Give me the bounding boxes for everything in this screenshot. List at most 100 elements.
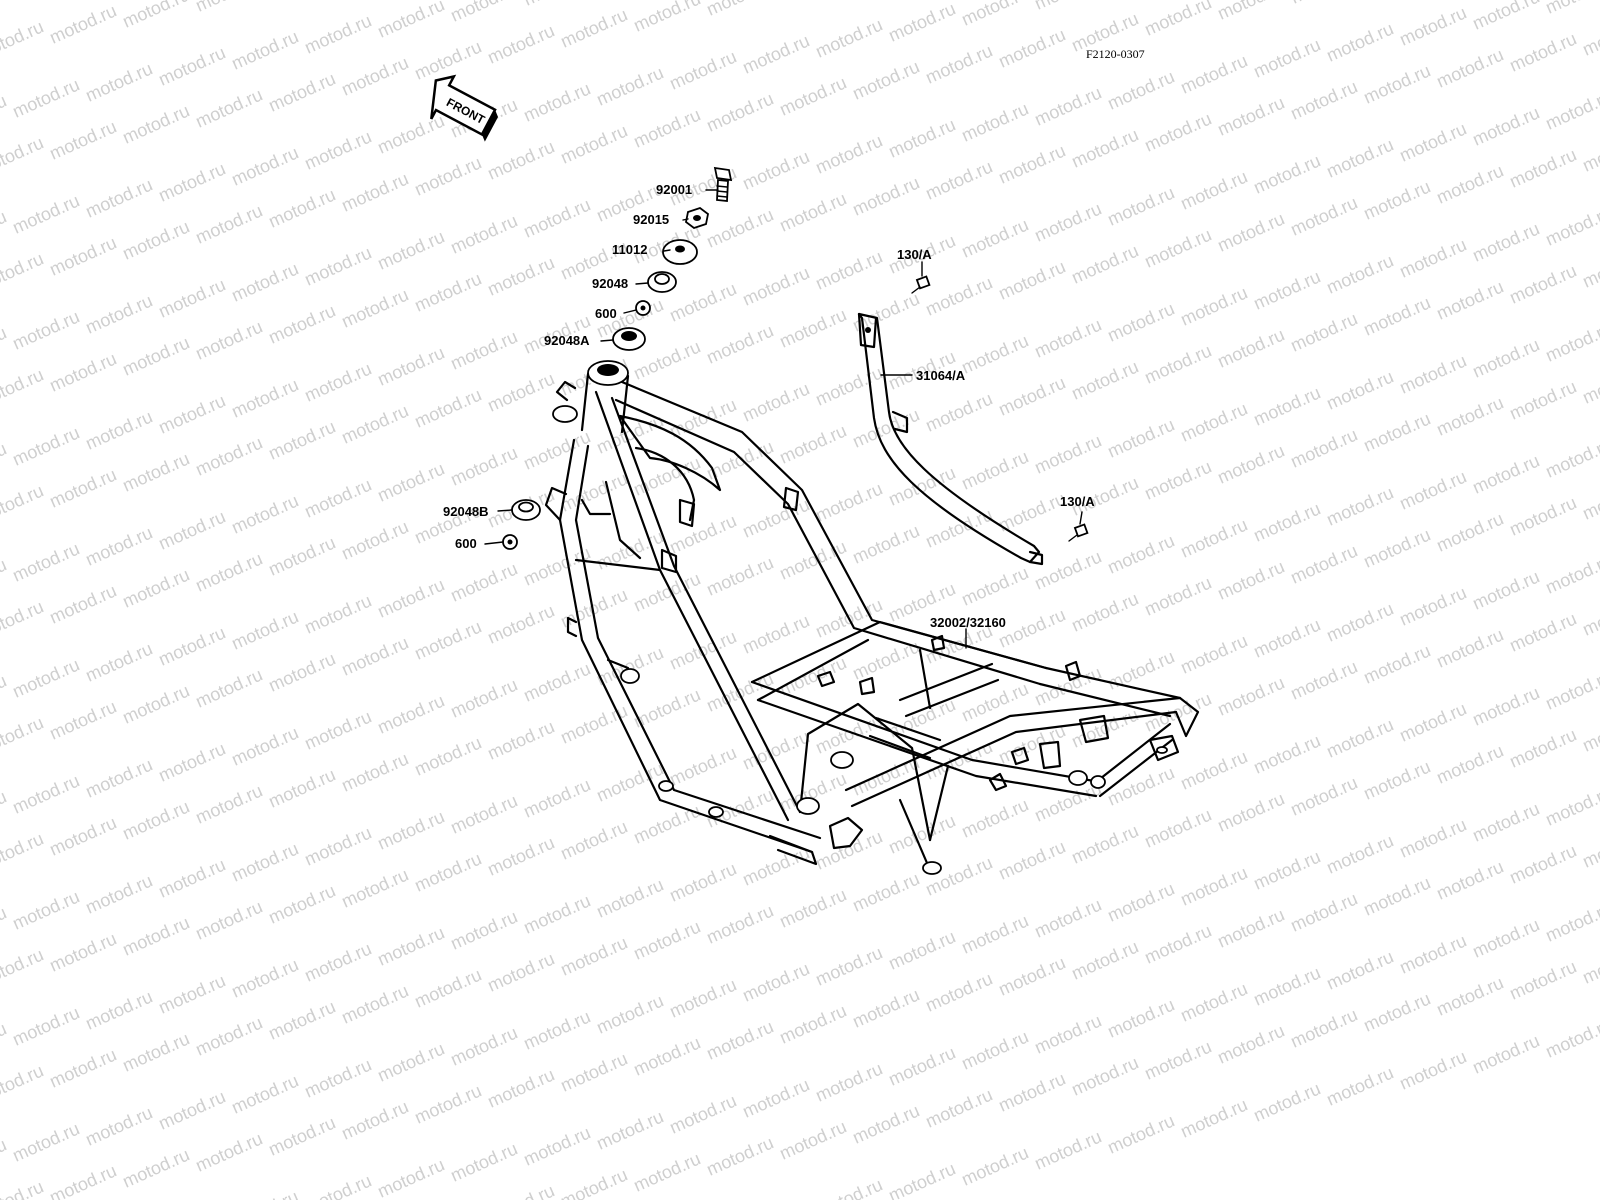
watermark-text: motod.ru <box>447 0 520 26</box>
watermark-text: motod.ru <box>1287 424 1360 471</box>
watermark-text: motod.ru <box>593 990 666 1037</box>
watermark-text: motod.ru <box>1360 292 1433 339</box>
watermark-text: motod.ru <box>447 442 520 489</box>
watermark-text: motod.ru <box>1141 0 1214 40</box>
watermark-text: motod.ru <box>922 1084 995 1131</box>
watermark-text: motod.ru <box>1214 208 1287 255</box>
watermark-text: motod.ru <box>155 506 228 553</box>
watermark-text: motod.ru <box>593 758 666 805</box>
watermark-text: motod.ru <box>374 922 447 969</box>
watermark-text: motod.ru <box>520 1006 593 1053</box>
watermark-text: motod.ru <box>1323 946 1396 993</box>
watermark-text: motod.ru <box>739 494 812 541</box>
watermark-text: motod.ru <box>0 0 11 6</box>
watermark-text: motod.ru <box>1177 862 1250 909</box>
watermark-text: motod.ru <box>301 474 374 521</box>
watermark-text: motod.ru <box>1214 556 1287 603</box>
watermark-text: motod.ru <box>1177 398 1250 445</box>
watermark-text: motod.ru <box>1323 250 1396 297</box>
watermark-text: motod.ru <box>228 490 301 537</box>
watermark-text: motod.ru <box>1104 530 1177 577</box>
watermark-text: motod.ru <box>703 0 776 20</box>
watermark-text: motod.ru <box>1104 646 1177 693</box>
watermark-text: motod.ru <box>849 172 922 219</box>
watermark-text: motod.ru <box>1396 582 1469 629</box>
watermark-text: motod.ru <box>1542 434 1600 481</box>
callout-92048A: 92048A <box>544 333 590 348</box>
watermark-text: motod.ru <box>849 404 922 451</box>
watermark-text: motod.ru <box>739 610 812 657</box>
bolt-130A-top <box>911 275 931 294</box>
watermark-text: motod.ru <box>812 130 885 177</box>
callout-92001: 92001 <box>656 182 692 197</box>
watermark-text: motod.ru <box>1068 820 1141 867</box>
watermark-text: motod.ru <box>1250 498 1323 545</box>
watermark-text: motod.ru <box>666 278 739 325</box>
watermark-text: motod.ru <box>1031 430 1104 477</box>
watermark-text: motod.ru <box>155 738 228 785</box>
watermark-text: motod.ru <box>119 796 192 843</box>
watermark-text: motod.ru <box>155 274 228 321</box>
watermark-text: motod.ru <box>1542 782 1600 829</box>
watermark-text: motod.ru <box>776 304 849 351</box>
watermark-text: motod.ru <box>776 0 849 4</box>
watermark-text: motod.ru <box>447 1022 520 1069</box>
watermark-text: motod.ru <box>776 188 849 235</box>
watermark-text: motod.ru <box>9 422 82 469</box>
watermark-text: motod.ru <box>1250 730 1323 777</box>
watermark-text: motod.ru <box>1506 608 1579 655</box>
watermark-text: motod.ru <box>1579 244 1600 291</box>
watermark-text: motod.ru <box>849 520 922 567</box>
watermark-text: motod.ru <box>1177 50 1250 97</box>
watermark-text: motod.ru <box>557 932 630 979</box>
watermark-text: motod.ru <box>885 1042 958 1089</box>
watermark-text: motod.ru <box>739 958 812 1005</box>
watermark-text: motod.ru <box>1433 160 1506 207</box>
watermark-text: motod.ru <box>82 1102 155 1149</box>
watermark-text: motod.ru <box>411 848 484 895</box>
watermark-text: motod.ru <box>1287 308 1360 355</box>
watermark-text: motod.ru <box>9 1002 82 1049</box>
watermark-text: motod.ru <box>1360 988 1433 1035</box>
watermark-text: motod.ru <box>812 1058 885 1105</box>
watermark-text: motod.ru <box>46 812 119 859</box>
watermark-text: motod.ru <box>1323 714 1396 761</box>
watermark-text: motod.ru <box>958 446 1031 493</box>
watermark-text: motod.ru <box>46 232 119 279</box>
watermark-text: motod.ru <box>155 1086 228 1133</box>
watermark-text: motod.ru <box>557 4 630 51</box>
watermark-text: motod.ru <box>1323 366 1396 413</box>
watermark-text: motod.ru <box>922 156 995 203</box>
watermark-text: motod.ru <box>520 78 593 125</box>
watermark-text: motod.ru <box>9 1118 82 1165</box>
watermark-text: motod.ru <box>1214 92 1287 139</box>
watermark-text: motod.ru <box>1068 356 1141 403</box>
watermark-text: motod.ru <box>192 432 265 479</box>
watermark-text: motod.ru <box>739 146 812 193</box>
watermark-text: motod.ru <box>922 968 995 1015</box>
watermark-text: motod.ru <box>630 1032 703 1079</box>
watermark-text: motod.ru <box>1323 134 1396 181</box>
watermark-text: motod.ru <box>958 910 1031 957</box>
watermark-text: motod.ru <box>1360 60 1433 107</box>
watermark-text: motod.ru <box>9 190 82 237</box>
watermark-text: motod.ru <box>703 1016 776 1063</box>
callout-600-bottom: 600 <box>455 536 477 551</box>
watermark-text: motod.ru <box>0 596 47 643</box>
watermark-text: motod.ru <box>1433 276 1506 323</box>
watermark-text: motod.ru <box>82 406 155 453</box>
watermark-text: motod.ru <box>46 348 119 395</box>
watermark-text: motod.ru <box>0 1134 10 1181</box>
watermark-text: motod.ru <box>46 116 119 163</box>
watermark-text: motod.ru <box>192 780 265 827</box>
watermark-text: motod.ru <box>666 510 739 557</box>
watermark-text: motod.ru <box>1579 360 1600 407</box>
watermark-text: motod.ru <box>1068 1052 1141 1099</box>
watermark-text: motod.ru <box>1250 150 1323 197</box>
watermark-text: motod.ru <box>301 706 374 753</box>
watermark-text: motod.ru <box>374 806 447 853</box>
watermark-text: motod.ru <box>265 764 338 811</box>
watermark-text: motod.ru <box>1396 698 1469 745</box>
watermark-text: motod.ru <box>155 622 228 669</box>
